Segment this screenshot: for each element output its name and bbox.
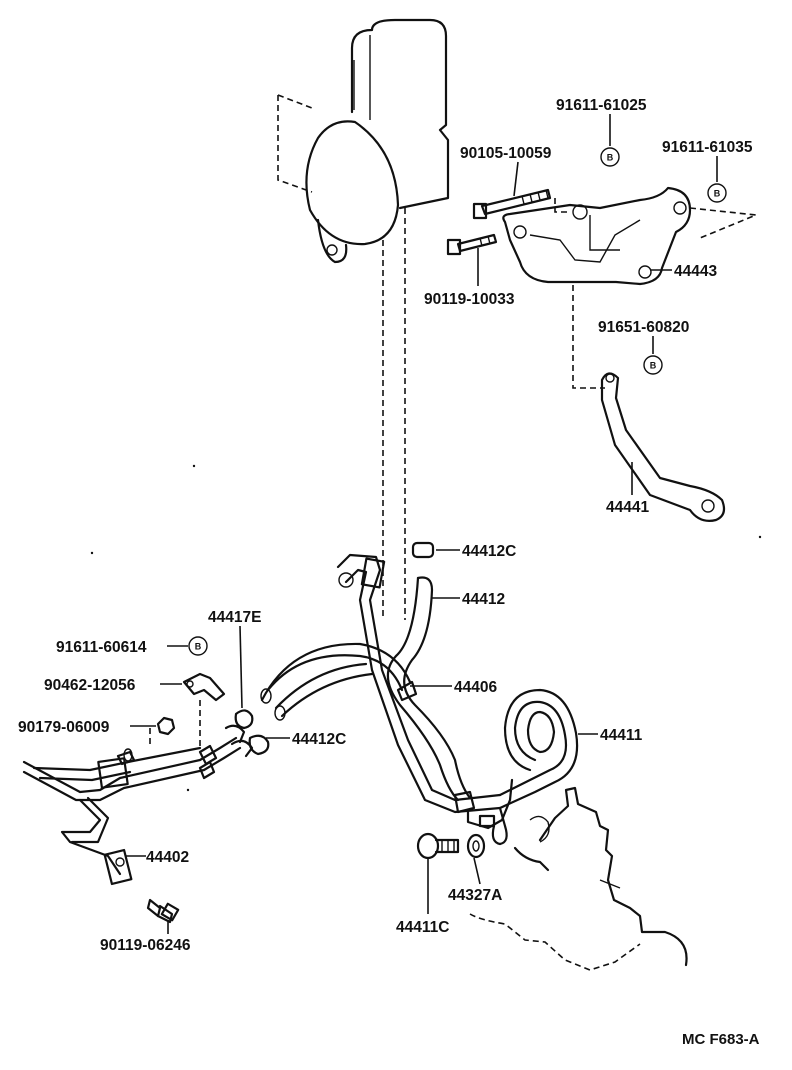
label-90105-10059: 90105-10059 <box>460 145 552 162</box>
tube-assembly-44402 <box>22 700 254 886</box>
bolt-90119-06246 <box>146 898 180 924</box>
hose-assembly <box>260 541 514 846</box>
label-44402: 44402 <box>146 849 189 866</box>
clamp-plate-90462-12056 <box>182 672 226 702</box>
bolt-90105-10059 <box>472 188 552 220</box>
label-44411C: 44411C <box>396 919 449 936</box>
label-90119-10033: 90119-10033 <box>424 291 515 308</box>
diagram-code: MC F683-A <box>682 1031 760 1048</box>
stay-44441 <box>600 372 726 522</box>
label-44406: 44406 <box>454 679 497 696</box>
steering-gear-box <box>469 786 688 971</box>
svg-text:B: B <box>714 189 721 199</box>
label-91611-61035: 91611-61035 <box>662 139 753 156</box>
gasket-44327A <box>466 833 486 859</box>
bolt-mark-91651-60820: B <box>643 355 663 375</box>
bolt-mark-91611-60614: B <box>188 636 208 656</box>
label-44417E: 44417E <box>208 609 261 626</box>
label-91611-61025: 91611-61025 <box>556 97 647 114</box>
label-44412C-bottom: 44412C <box>292 731 346 748</box>
label-44443: 44443 <box>674 263 717 280</box>
label-91611-60614: 91611-60614 <box>56 639 147 656</box>
pump-bracket-44443 <box>502 186 757 389</box>
label-90119-06246: 90119-06246 <box>100 937 191 954</box>
label-44411: 44411 <box>600 727 643 744</box>
label-90179-06009: 90179-06009 <box>18 719 110 736</box>
label-90462-12056: 90462-12056 <box>44 677 136 694</box>
label-44327A: 44327A <box>448 887 502 904</box>
label-44412: 44412 <box>462 591 505 608</box>
label-44412C-top: 44412C <box>462 543 516 560</box>
union-bolt-44411C <box>416 832 460 860</box>
label-91651-60820: 91651-60820 <box>598 319 689 336</box>
scan-specks <box>90 464 762 792</box>
clamp-44417E <box>234 709 270 756</box>
svg-text:B: B <box>607 153 614 163</box>
svg-text:B: B <box>195 642 202 652</box>
bolt-90119-10033 <box>446 233 498 256</box>
leader-lines <box>126 114 718 934</box>
power-steering-pump <box>277 18 450 620</box>
svg-text:B: B <box>650 361 657 371</box>
nut-90179-06009 <box>156 716 176 736</box>
bolt-mark-91611-61025: B <box>600 147 620 167</box>
bolt-mark-91611-61035: B <box>707 183 727 203</box>
label-44441: 44441 <box>606 499 649 516</box>
tube-44411 <box>498 688 579 810</box>
